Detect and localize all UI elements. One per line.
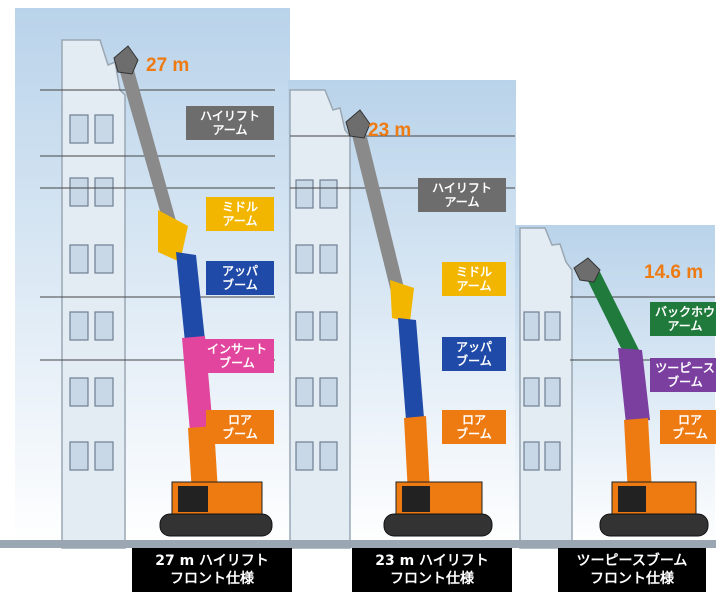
part-label: バックホウアーム xyxy=(650,302,716,336)
part-label: ミドルアーム xyxy=(442,262,506,296)
length-27m: 27 m xyxy=(146,55,190,76)
panel-14-6m xyxy=(515,225,715,549)
part-label: インサートブーム xyxy=(200,339,274,373)
building-3-windows xyxy=(523,311,561,471)
part-label: アッパブーム xyxy=(442,337,506,371)
part-label: ハイリフトアーム xyxy=(186,106,274,140)
part-label: ツーピースブーム xyxy=(650,358,716,392)
excavator-body-1 xyxy=(159,481,273,537)
caption-23m: 23 m ハイリフトフロント仕様 xyxy=(352,548,512,592)
front-23m xyxy=(345,109,430,494)
part-label: アッパブーム xyxy=(206,261,274,295)
length-14-6m: 14.6 m xyxy=(644,262,704,283)
part-label: ロアブーム xyxy=(660,410,716,444)
building-2-windows xyxy=(295,179,338,471)
excavator-body-3 xyxy=(599,481,709,537)
part-label: ロアブーム xyxy=(206,410,274,444)
panel-23m xyxy=(288,80,516,549)
length-23m: 23 m xyxy=(368,120,412,141)
caption-two-piece: ツーピースブームフロント仕様 xyxy=(558,548,706,592)
excavator-body-2 xyxy=(383,481,493,537)
caption-27m: 27 m ハイリフトフロント仕様 xyxy=(132,548,292,592)
building-1-windows xyxy=(69,114,114,471)
ground xyxy=(0,540,716,548)
part-label: ミドルアーム xyxy=(206,197,274,231)
front-14-6m xyxy=(573,257,652,494)
part-label: ロアブーム xyxy=(442,410,506,444)
part-label: ハイリフトアーム xyxy=(418,178,506,212)
